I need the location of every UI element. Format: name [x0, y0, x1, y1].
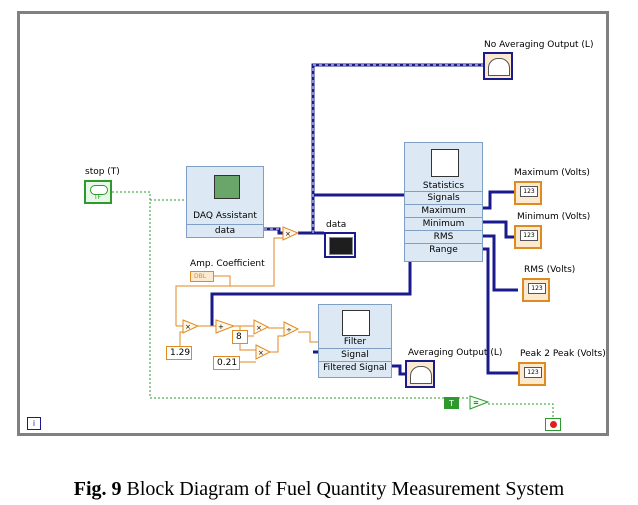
multiply-node-4 [255, 344, 272, 360]
bool-wire-stop-out [488, 403, 554, 418]
stop-button[interactable]: TF [84, 180, 112, 204]
dyn-wire-daq-mult [264, 227, 283, 235]
num-wire-f [230, 237, 283, 287]
dyn-wire-range [483, 247, 518, 375]
daq-output-data: data [187, 224, 263, 237]
numeric-display: 123 [528, 283, 546, 294]
multiply-node-1 [282, 226, 300, 241]
bool-wire-stop [112, 191, 470, 399]
p2p-label: Peak 2 Peak (Volts) [520, 349, 606, 359]
stop-label: stop (T) [85, 167, 120, 177]
dyn-wire-max [483, 190, 514, 210]
amp-control[interactable]: DBL [190, 271, 214, 282]
graph-label: data [326, 220, 347, 230]
svg-text:×: × [285, 230, 291, 238]
boolean-constant[interactable]: T [444, 397, 459, 409]
filter-title: Filter [343, 337, 367, 347]
constant-1-29[interactable]: 1.29 [166, 346, 192, 360]
num-wire-e [298, 331, 318, 343]
max-indicator[interactable]: 123 [514, 181, 542, 205]
statistics-node[interactable]: Statistics Signals Maximum Minimum RMS R… [404, 142, 483, 262]
waveform-graph-indicator[interactable] [324, 232, 356, 258]
no-avg-gauge-indicator[interactable] [483, 52, 513, 80]
dyn-wire-min [483, 220, 514, 239]
gauge-icon [488, 58, 510, 76]
filter-node[interactable]: Filter Signal Filtered Signal [318, 304, 392, 378]
constant-8[interactable]: 8 [232, 330, 248, 344]
divide-node [283, 321, 300, 337]
statistics-row-rms: RMS [405, 230, 482, 243]
dyn-wire-filter-out [392, 364, 405, 376]
num-wire-d [270, 335, 284, 353]
svg-text:=: = [473, 399, 479, 407]
stop-icon [90, 185, 108, 195]
numeric-display: 123 [524, 367, 542, 378]
graph-icon [329, 237, 353, 255]
add-node-1 [215, 319, 236, 334]
numeric-display: 123 [520, 230, 538, 241]
multiply-node-2 [182, 319, 200, 334]
statistics-row-minimum: Minimum [405, 217, 482, 230]
max-label: Maximum (Volts) [514, 168, 590, 178]
avg-label: Averaging Output (L) [408, 348, 503, 358]
svg-text:÷: ÷ [286, 326, 292, 334]
constant-0-21[interactable]: 0.21 [213, 356, 240, 370]
figure-title: Block Diagram of Fuel Quantity Measureme… [126, 478, 565, 500]
statistics-row-range: Range [405, 243, 482, 256]
num-wire-amp [175, 275, 231, 326]
equal-node [469, 395, 490, 410]
daq-title: DAQ Assistant [193, 211, 257, 221]
statistics-icon [431, 149, 459, 177]
rms-indicator[interactable]: 123 [522, 278, 550, 302]
min-label: Minimum (Volts) [517, 212, 591, 222]
amp-label: Amp. Coefficient [190, 259, 265, 269]
stop-value: TF [94, 194, 102, 201]
svg-text:×: × [256, 324, 262, 332]
min-indicator[interactable]: 123 [514, 225, 542, 249]
svg-text:+: + [218, 323, 224, 331]
numeric-display: 123 [520, 186, 538, 197]
svg-text:×: × [258, 349, 264, 357]
statistics-title: Statistics [422, 181, 465, 191]
filter-icon [342, 310, 370, 336]
filter-row-filtered-signal: Filtered Signal [319, 361, 391, 374]
svg-text:×: × [185, 323, 191, 331]
loop-condition-stop-icon[interactable] [545, 418, 561, 431]
gauge-icon [410, 366, 432, 384]
multiply-node-3 [253, 319, 270, 335]
daq-icon [214, 175, 240, 199]
daq-assistant-node[interactable]: DAQ Assistant data [186, 166, 264, 238]
p2p-indicator[interactable]: 123 [518, 362, 546, 386]
loop-iteration-terminal: i [27, 417, 41, 430]
no-avg-label: No Averaging Output (L) [484, 40, 594, 50]
statistics-row-signals: Signals [405, 191, 482, 204]
dyn-wire-rms [483, 234, 518, 292]
statistics-row-maximum: Maximum [405, 204, 482, 217]
filter-row-signal: Signal [319, 348, 391, 361]
rms-label: RMS (Volts) [524, 265, 576, 275]
avg-gauge-indicator[interactable] [405, 360, 435, 388]
figure-number: Fig. 9 [73, 478, 122, 500]
figure-caption: Fig. 9 Block Diagram of Fuel Quantity Me… [0, 478, 638, 501]
dyn-wire-feedback [210, 250, 412, 326]
